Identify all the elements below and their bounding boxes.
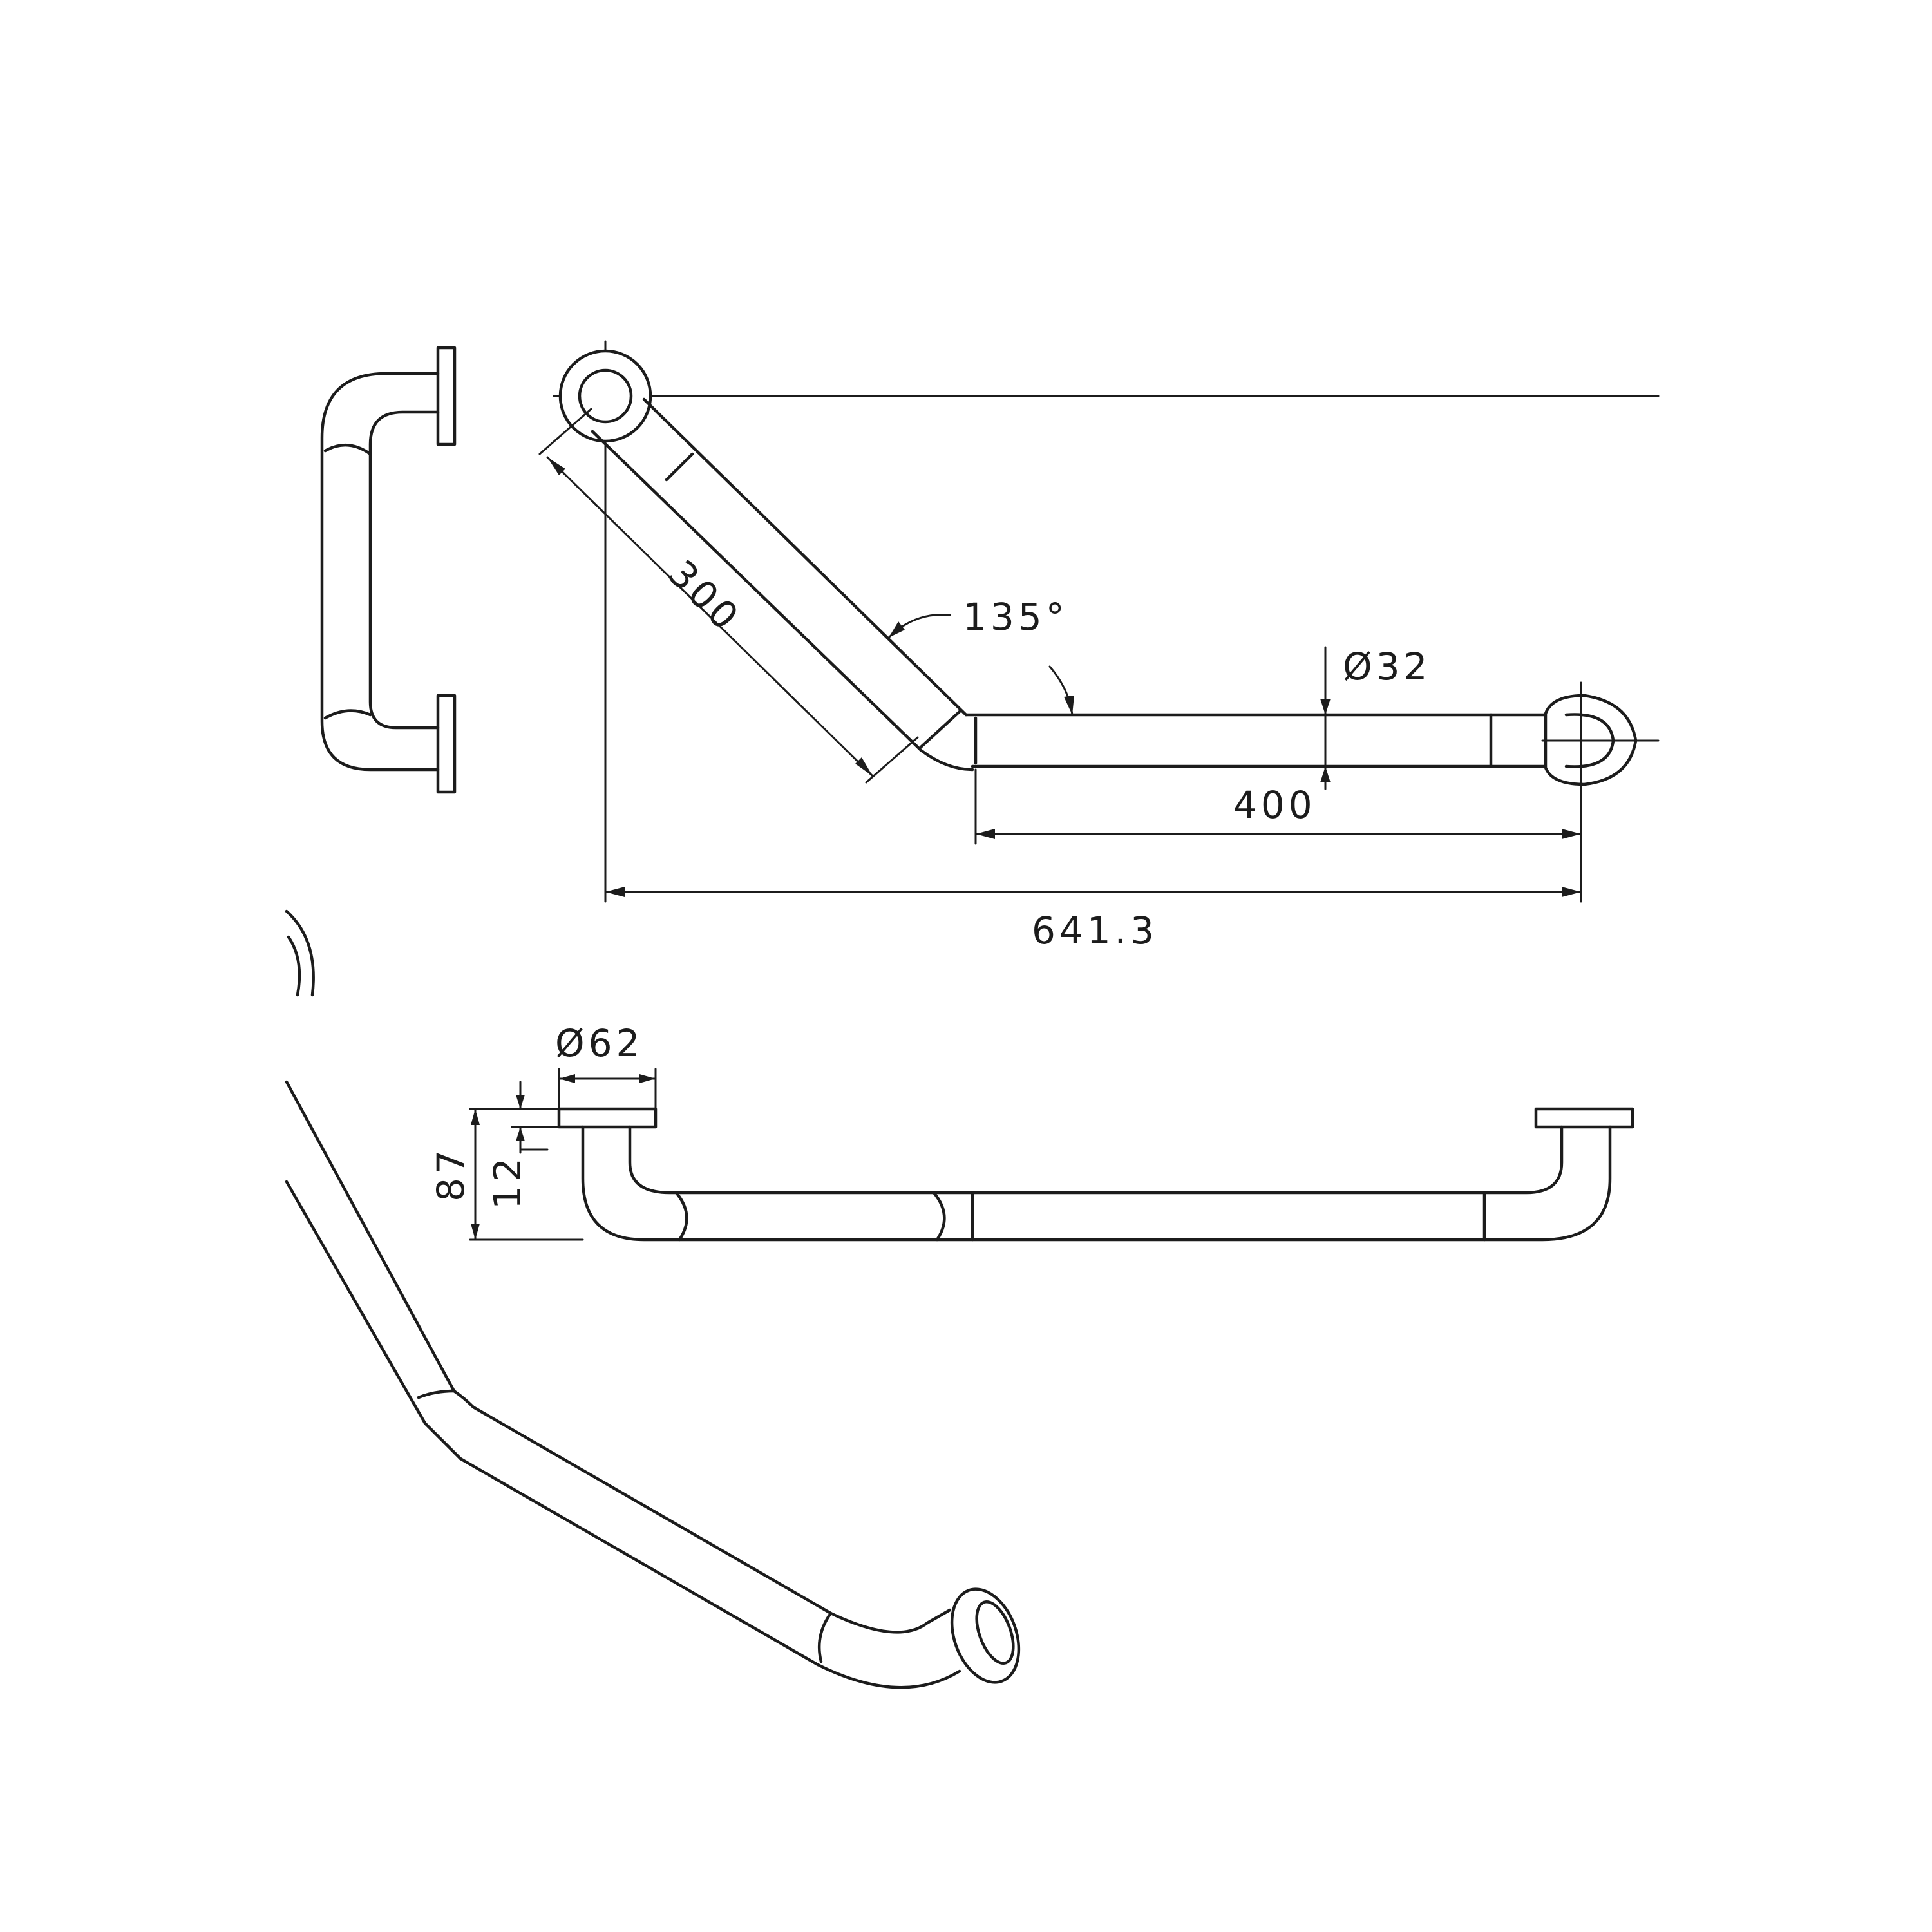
dim-straight-arrow-end [1562,829,1581,839]
perspective-upper-tube-outer [285,1080,456,1393]
dim-overall-length-label: 641.3 [1032,909,1158,952]
perspective-end-bend-upper [829,1608,952,1634]
dim-angle-arrow-left [889,621,905,638]
angled-tube-upper-edge [642,397,968,717]
dim-tube-diameter-arrow-bottom [1320,766,1331,782]
dim-thickness-arrow-bottom [516,1127,525,1141]
side-view [320,346,457,794]
perspective-lower-sleeve [817,1611,833,1663]
start-flange-outer [558,349,652,443]
dim-angle-label: 135° [963,595,1068,639]
perspective-end-bend-lower [816,1663,961,1689]
perspective-bend-joint-a [417,1389,456,1399]
dim-projection-arrow-top [471,1109,480,1125]
dim-angle-arc-right [1048,665,1074,716]
dim-flange-arrow-right [639,1074,656,1083]
dim-overall-length: 641.3 [604,887,1582,952]
dim-arm-arrow-start [547,457,565,475]
side-view-tube-outer [320,372,440,772]
front-view-left-flange [557,1107,658,1129]
perspective-view [285,909,1021,1689]
dim-flange-thickness: 12 [486,1081,560,1209]
angled-tube-lower-edge [591,430,974,772]
dim-projection: 87 [429,1108,584,1241]
perspective-bend-joint-b [423,1421,462,1461]
dim-thickness-arrow-top [516,1095,525,1109]
dim-straight-arrow-start [976,829,995,839]
dim-arm-ext-start [538,408,592,455]
angled-tube-bend-joint [919,710,961,749]
dim-flange-diameter-label: Ø62 [555,1021,643,1065]
angled-tube-sleeve-joint [665,452,694,482]
dim-arm-ext-end [865,736,919,784]
side-view-upper-flange [436,346,457,446]
side-view-sleeve-top [323,443,372,456]
perspective-upper-tube-inner [285,1180,427,1425]
side-view-tube-inner [368,410,440,730]
perspective-lower-tube-upper [471,1405,833,1615]
front-view-sleeve-middle [932,1191,946,1242]
dim-tube-diameter: Ø32 [1320,645,1431,790]
dim-straight-length: 400 [974,768,1582,903]
side-view-sleeve-bottom [323,709,372,720]
dim-flange-thickness-label: 12 [486,1154,529,1209]
dim-arm-arrow-end [855,757,873,776]
dim-angle-arrow-right [1064,696,1074,715]
dim-projection-arrow-bottom [471,1224,480,1240]
perspective-flange-top-outer [285,909,315,997]
front-view-tube-outer [581,1125,1612,1242]
front-view-right-flange [1534,1107,1634,1129]
dim-tube-diameter-arrow-top [1320,699,1331,715]
dim-overall-arrow-start [605,887,625,897]
front-view-tube-inner [628,1125,1564,1195]
dim-straight-length-label: 400 [1233,783,1316,827]
dim-arm-length: 300 [538,408,919,784]
start-flange-inner [578,368,633,424]
plan-view: 300 135° Ø32 400 [538,340,1660,952]
perspective-lower-tube-lower [459,1457,820,1667]
side-view-lower-flange [436,694,457,794]
perspective-end-flange-face [975,1600,1015,1665]
front-view-sleeve-left [674,1191,688,1242]
perspective-flange-top-inner [287,935,301,997]
front-view: Ø62 87 12 [429,1021,1634,1242]
perspective-bend-sleeve [452,1389,475,1409]
dim-arm-length-label: 300 [660,551,750,641]
dim-flange-diameter: Ø62 [555,1021,657,1110]
dim-overall-arrow-end [1562,887,1581,897]
dim-tube-diameter-label: Ø32 [1343,645,1431,688]
dim-arm-line [546,456,874,777]
dim-projection-label: 87 [429,1146,473,1202]
dim-angle: 135° [887,595,1074,716]
dim-flange-arrow-left [559,1074,575,1083]
